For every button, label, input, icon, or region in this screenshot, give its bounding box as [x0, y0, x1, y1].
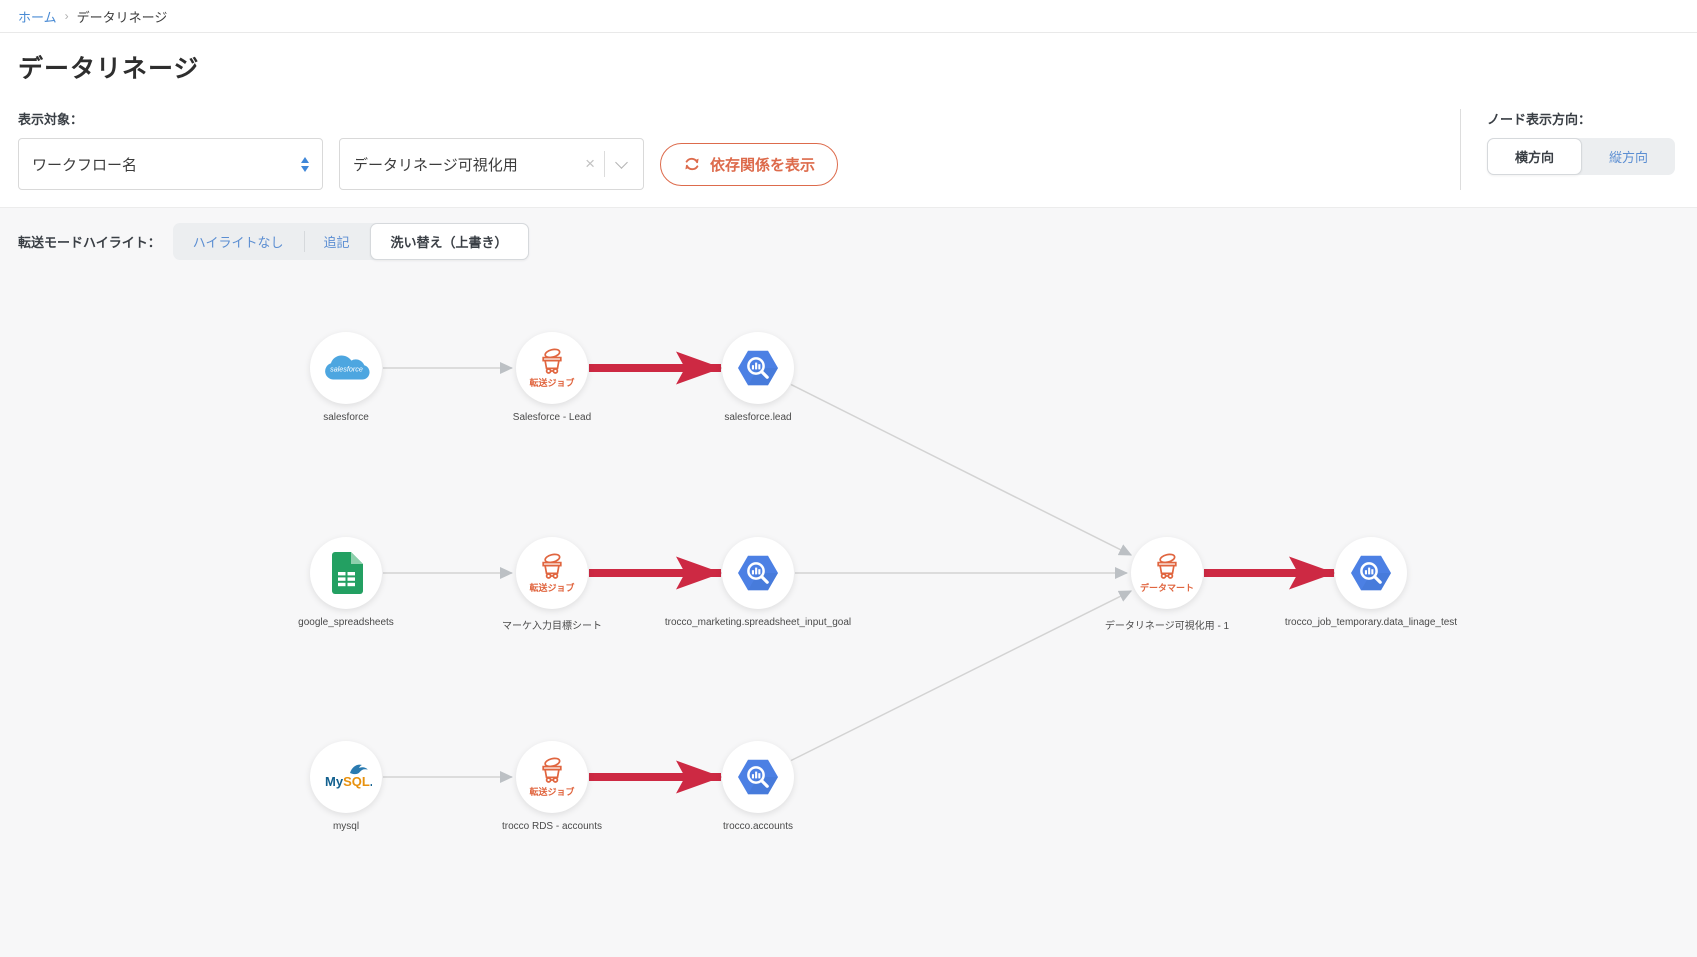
graph-node-circle-mysql[interactable]: MySQL.	[310, 741, 382, 813]
select-divider	[604, 151, 605, 177]
graph-node-circle-job-rds-accounts[interactable]: 転送ジョブ	[516, 741, 588, 813]
node-direction-group: ノード表示方向： 横方向 縦方向	[1459, 109, 1697, 190]
bigquery-icon	[1351, 555, 1391, 591]
bigquery-icon	[738, 759, 778, 795]
workflow-type-select[interactable]: ワークフロー名	[18, 138, 323, 190]
breadcrumb-separator-icon: ›	[64, 9, 69, 23]
graph-node-circle-job-marketing-sheet[interactable]: 転送ジョブ	[516, 537, 588, 609]
transfer-mode-option-2[interactable]: 洗い替え（上書き）	[369, 223, 529, 260]
show-dependencies-button[interactable]: 依存関係を表示	[660, 142, 839, 186]
node-direction-label: ノード表示方向：	[1486, 112, 1591, 127]
svg-text:MySQL.: MySQL.	[325, 774, 372, 789]
node-label: google_spreadsheets	[298, 617, 394, 628]
breadcrumb-home-link[interactable]: ホーム	[18, 9, 57, 25]
node-direction-option-1[interactable]: 縦方向	[1608, 150, 1648, 165]
node-label: salesforce	[323, 412, 369, 423]
workflow-select-value: データリネージ可視化用	[353, 156, 518, 174]
transfer-mode-label: 転送モードハイライト：	[18, 235, 161, 250]
graph-node-circle-salesforce[interactable]: salesforce	[310, 332, 382, 404]
node-label: trocco_job_temporary.data_linage_test	[1284, 617, 1458, 628]
workflow-select[interactable]: データリネージ可視化用 ×	[339, 138, 644, 190]
transfer-mode-toggle: ハイライトなし 追記洗い替え（上書き）	[172, 223, 529, 260]
node-inner-label: 転送ジョブ	[529, 583, 575, 593]
bigquery-icon	[738, 350, 778, 386]
node-label: データリネージ可視化用 - 1	[1104, 621, 1230, 632]
graph-node-circle-datamart[interactable]: データマート	[1131, 537, 1203, 609]
graph-node-circle-bq-marketing[interactable]	[722, 537, 794, 609]
graph-node-job-marketing-sheet: 転送ジョブマーケ入力目標シート	[502, 537, 602, 632]
graph-node-circle-bq-accounts[interactable]	[722, 741, 794, 813]
lineage-graph-section: 転送モードハイライト： ハイライトなし 追記洗い替え（上書き） salesforc…	[0, 207, 1697, 957]
transfer-mode-option-1[interactable]: 追記	[303, 223, 370, 260]
node-label: mysql	[332, 821, 360, 832]
node-label: Salesforce - Lead	[512, 412, 592, 423]
graph-node-job-salesforce-lead: 転送ジョブ Salesforce - Lead	[513, 332, 591, 423]
trocco-cart-icon	[542, 348, 562, 374]
refresh-icon	[685, 157, 699, 171]
page-title: データリネージ	[18, 55, 200, 83]
graph-node-bq-accounts: trocco.accounts	[722, 741, 794, 832]
node-label: trocco_marketing.spreadsheet_input_goal	[664, 617, 852, 628]
graph-node-google-spreadsheets: google_spreadsheets	[298, 537, 394, 628]
graph-node-datamart: データマートデータリネージ可視化用 - 1	[1105, 537, 1229, 632]
graph-node-circle-job-salesforce-lead[interactable]: 転送ジョブ	[516, 332, 588, 404]
node-label: trocco.accounts	[722, 821, 794, 832]
node-direction-toggle: 横方向 縦方向	[1486, 138, 1675, 175]
mysql-icon: MySQL.	[325, 764, 372, 789]
display-target-label: 表示対象：	[18, 112, 84, 127]
node-label: trocco RDS - accounts	[501, 821, 603, 832]
breadcrumb: ホーム › データリネージ	[0, 0, 1697, 33]
caret-updown-icon	[301, 156, 309, 172]
google-spreadsheet-icon	[331, 552, 363, 594]
node-inner-label: データマート	[1139, 583, 1194, 593]
clear-icon[interactable]: ×	[585, 154, 595, 173]
chevron-down-icon[interactable]	[615, 155, 628, 169]
graph-node-bq-salesforce-lead: salesforce.lead	[722, 332, 794, 423]
workflow-type-value: ワークフロー名	[32, 156, 138, 174]
graph-node-circle-bq-salesforce-lead[interactable]	[722, 332, 794, 404]
trocco-cart-icon	[542, 757, 562, 783]
filters-row: 表示対象： ワークフロー名 データリネージ可視化用 ×	[0, 85, 1697, 207]
node-label: マーケ入力目標シート	[502, 621, 602, 632]
node-inner-label: 転送ジョブ	[529, 787, 575, 797]
edge-bq-salesforce-lead-to-datamart	[790, 383, 1133, 556]
node-direction-option-0[interactable]: 横方向	[1486, 138, 1582, 175]
svg-text:salesforce: salesforce	[330, 364, 363, 373]
node-inner-label: 転送ジョブ	[529, 378, 575, 388]
trocco-cart-icon	[1157, 553, 1177, 579]
display-target-group: 表示対象： ワークフロー名 データリネージ可視化用 ×	[18, 109, 839, 190]
graph-node-job-rds-accounts: 転送ジョブ trocco RDS - accounts	[502, 741, 602, 832]
graph-node-salesforce: salesforce salesforce	[310, 332, 382, 423]
transfer-mode-option-0[interactable]: ハイライトなし	[192, 235, 284, 250]
node-label: salesforce.lead	[724, 412, 792, 423]
graph-node-circle-google-spreadsheets[interactable]	[310, 537, 382, 609]
edge-bq-accounts-to-datamart	[790, 590, 1133, 762]
graph-node-circle-bq-final[interactable]	[1335, 537, 1407, 609]
graph-node-bq-final: trocco_job_temporary.data_linage_test	[1285, 537, 1457, 628]
breadcrumb-current: データリネージ	[76, 9, 168, 25]
salesforce-icon: salesforce	[325, 354, 370, 380]
graph-node-mysql: MySQL. mysql	[310, 741, 382, 832]
trocco-cart-icon	[542, 553, 562, 579]
bigquery-icon	[738, 555, 778, 591]
graph-node-bq-marketing: trocco_marketing.spreadsheet_input_goal	[665, 537, 851, 628]
lineage-edges	[383, 351, 1335, 794]
